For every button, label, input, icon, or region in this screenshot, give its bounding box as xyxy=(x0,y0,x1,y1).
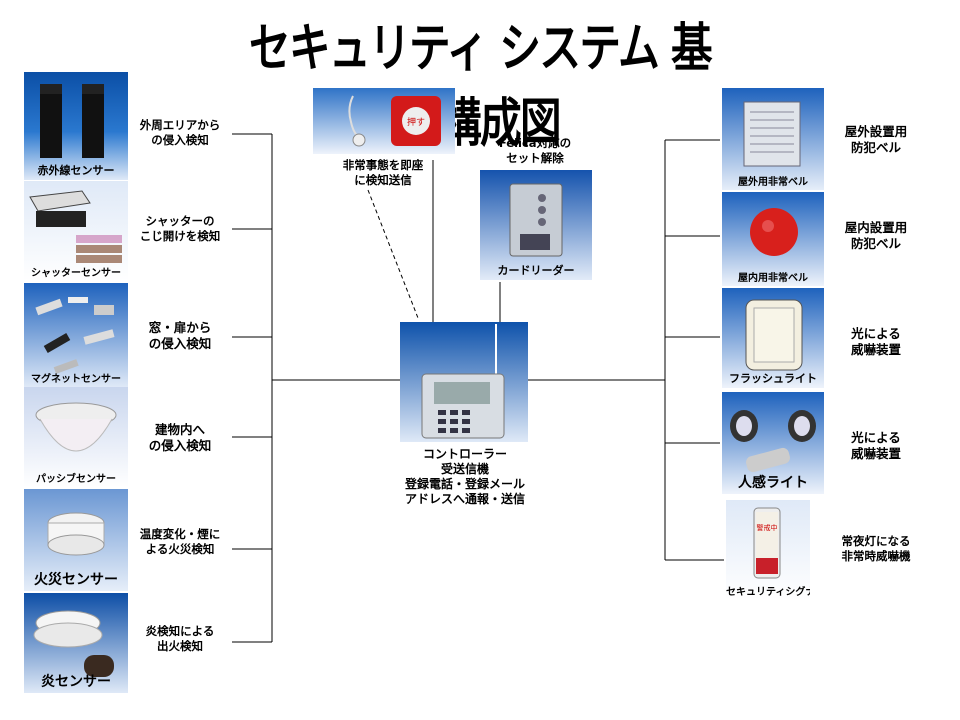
device-name: フラッシュライト xyxy=(729,372,817,385)
shutter-sensor-icon xyxy=(29,190,122,263)
passive-sensor-icon xyxy=(35,402,117,452)
passive-sensor-tile: パッシブセンサー xyxy=(24,387,128,487)
page-title: セキュリティ システム 基本構成図 xyxy=(248,19,713,154)
security-signal-icon: 警戒中 xyxy=(753,507,781,579)
device-name: 屋外用非常ベル xyxy=(738,177,808,188)
device-name: マグネットセンサー xyxy=(31,374,121,385)
fire-sensor-icon xyxy=(47,512,105,556)
controller-tile xyxy=(400,322,528,442)
magnet-sensor-tile: マグネットセンサー xyxy=(24,283,128,387)
left-desc-2: シャッターのこじ開けを検知 xyxy=(139,214,221,243)
flame-sensor-icon xyxy=(33,610,114,677)
device-name: シャッターセンサー xyxy=(31,268,121,279)
emergency-button-tile: 押す xyxy=(313,88,455,154)
emergency-button-icon: 押す xyxy=(348,95,441,147)
outdoor-bell-tile: 屋外用非常ベル xyxy=(722,88,824,190)
signal-text: 警戒中 xyxy=(757,523,778,532)
fire-sensor-tile: 火災センサー xyxy=(24,489,128,591)
controller-text: コントローラー 受送信機 登録電話・登録メール アドレスへ通報・送信 xyxy=(404,447,525,506)
left-desc-1: 外周エリアからの侵入検知 xyxy=(139,118,221,147)
push-label: 押す xyxy=(407,116,425,128)
flash-light-tile: フラッシュライト xyxy=(722,288,824,388)
infrared-sensor-tile: 赤外線センサー xyxy=(24,72,128,180)
device-name: セキュリティシグナル xyxy=(726,587,810,598)
outdoor-bell-icon xyxy=(743,101,801,167)
device-name: 火災センサー xyxy=(34,572,118,588)
emergency-desc: 非常事態を即座に検知送信 xyxy=(342,158,424,187)
device-name: カードリーダー xyxy=(497,264,575,277)
flash-light-icon xyxy=(745,299,803,371)
left-desc-3: 窓・扉からの侵入検知 xyxy=(148,320,212,351)
right-desc-5: 常夜灯になる非常時威嚇機 xyxy=(841,534,911,563)
magnet-sensor-icon xyxy=(35,297,115,374)
left-desc-5: 温度変化・煙による火災検知 xyxy=(139,527,221,556)
indoor-bell-icon xyxy=(750,208,798,256)
motion-light-icon xyxy=(730,410,816,473)
left-desc-6: 炎検知による出火検知 xyxy=(145,624,215,653)
card-reader-icon xyxy=(509,183,563,257)
flame-sensor-tile: 炎センサー xyxy=(24,593,128,693)
left-desc-4: 建物内への侵入検知 xyxy=(148,422,212,453)
device-name: 赤外線センサー xyxy=(37,164,115,177)
device-name: パッシブセンサー xyxy=(36,474,116,485)
security-signal-tile: 警戒中 セキュリティシグナル xyxy=(726,500,810,600)
motion-light-tile: 人感ライト xyxy=(722,392,824,494)
indoor-bell-tile: 屋内用非常ベル xyxy=(722,192,824,286)
controller-icon xyxy=(421,324,505,439)
right-desc-1: 屋外設置用防犯ベル xyxy=(844,124,908,155)
card-reader-desc: Felica対応のセット解除 xyxy=(498,136,572,165)
card-reader-tile: カードリーダー xyxy=(480,170,592,280)
device-name: 屋内用非常ベル xyxy=(738,273,808,284)
device-name: 炎センサー xyxy=(41,674,111,690)
right-desc-2: 屋内設置用防犯ベル xyxy=(844,220,908,251)
right-desc-3: 光による威嚇装置 xyxy=(850,326,901,357)
infrared-sensor-icon xyxy=(40,84,104,158)
right-desc-4: 光による威嚇装置 xyxy=(850,430,901,461)
shutter-sensor-tile: シャッターセンサー xyxy=(24,181,128,281)
device-name: 人感ライト xyxy=(738,475,808,491)
